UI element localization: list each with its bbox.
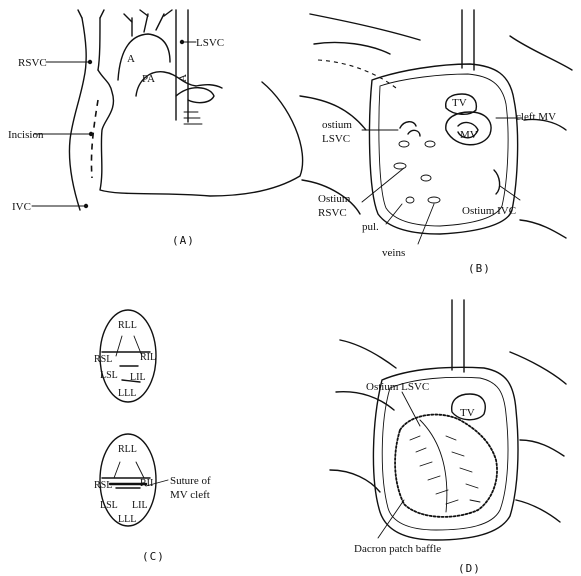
- label-ostium-lsvc-2: LSVC: [322, 133, 350, 145]
- label-cleft-mv: cleft MV: [516, 111, 556, 123]
- label-ostium-ivc: Ostium IVC: [462, 205, 516, 217]
- label-a-top: A: [127, 53, 135, 65]
- label-ivc: IVC: [12, 201, 31, 213]
- panel-b: TV cleft MV ostium LSVC MV Ostium RSVC p…: [300, 10, 572, 275]
- panel-c: RLL RSL RIL LSL LIL LLL RLL RSL RII LSL …: [94, 310, 211, 563]
- label-a-side: A: [177, 74, 189, 82]
- label-incision: Incision: [8, 129, 44, 141]
- incision-line: [91, 100, 98, 178]
- label-tv: TV: [452, 97, 467, 109]
- panel-d: Ostium LSVC TV Dacron patch baffle (D): [330, 300, 566, 575]
- label-suture-2: MV cleft: [170, 489, 210, 501]
- label-ostium-lsvc-d: Ostium LSVC: [366, 381, 429, 393]
- caption-c: (C): [142, 550, 165, 563]
- rsvc-vessel: [69, 18, 86, 210]
- label-pa: PA: [142, 73, 155, 85]
- panel-a: RSVC LSVC A PA A Incision IVC (A): [8, 10, 303, 247]
- caption-d: (D): [458, 562, 481, 575]
- c-upper-rsl: RSL: [94, 354, 112, 365]
- label-mv: MV: [460, 129, 478, 141]
- label-suture-1: Suture of: [170, 475, 211, 487]
- dacron-patch: [395, 415, 497, 517]
- c-upper-rll: RLL: [118, 320, 137, 331]
- label-ostium-lsvc-1: ostium: [322, 119, 352, 131]
- caption-b: (B): [468, 262, 491, 275]
- label-ostium-rsvc-1: Ostium: [318, 193, 351, 205]
- ostium-lsvc: [400, 122, 420, 136]
- label-tv-d: TV: [460, 407, 475, 419]
- heart-outline: [98, 70, 303, 196]
- c-upper-lil: LIL: [130, 372, 146, 383]
- c-lower-lsl: LSL: [100, 500, 118, 511]
- label-rsvc: RSVC: [18, 57, 47, 69]
- c-lower-ril: RII: [140, 478, 153, 489]
- c-lower-rll: RLL: [118, 444, 137, 455]
- c-upper-ril: RIL: [140, 352, 156, 363]
- c-lower-lil: LIL: [132, 500, 148, 511]
- label-lsvc: LSVC: [196, 37, 224, 49]
- label-dacron: Dacron patch baffle: [354, 543, 441, 555]
- label-ostium-rsvc-2: RSVC: [318, 207, 347, 219]
- label-veins: veins: [382, 247, 405, 259]
- c-lower-lll: LLL: [118, 514, 136, 525]
- c-upper-lll: LLL: [118, 388, 136, 399]
- caption-a: (A): [172, 234, 195, 247]
- c-lower-rsl: RSL: [94, 480, 112, 491]
- label-pul: pul.: [362, 221, 379, 233]
- ostium-ivc: [494, 170, 500, 194]
- c-upper-lsl: LSL: [100, 370, 118, 381]
